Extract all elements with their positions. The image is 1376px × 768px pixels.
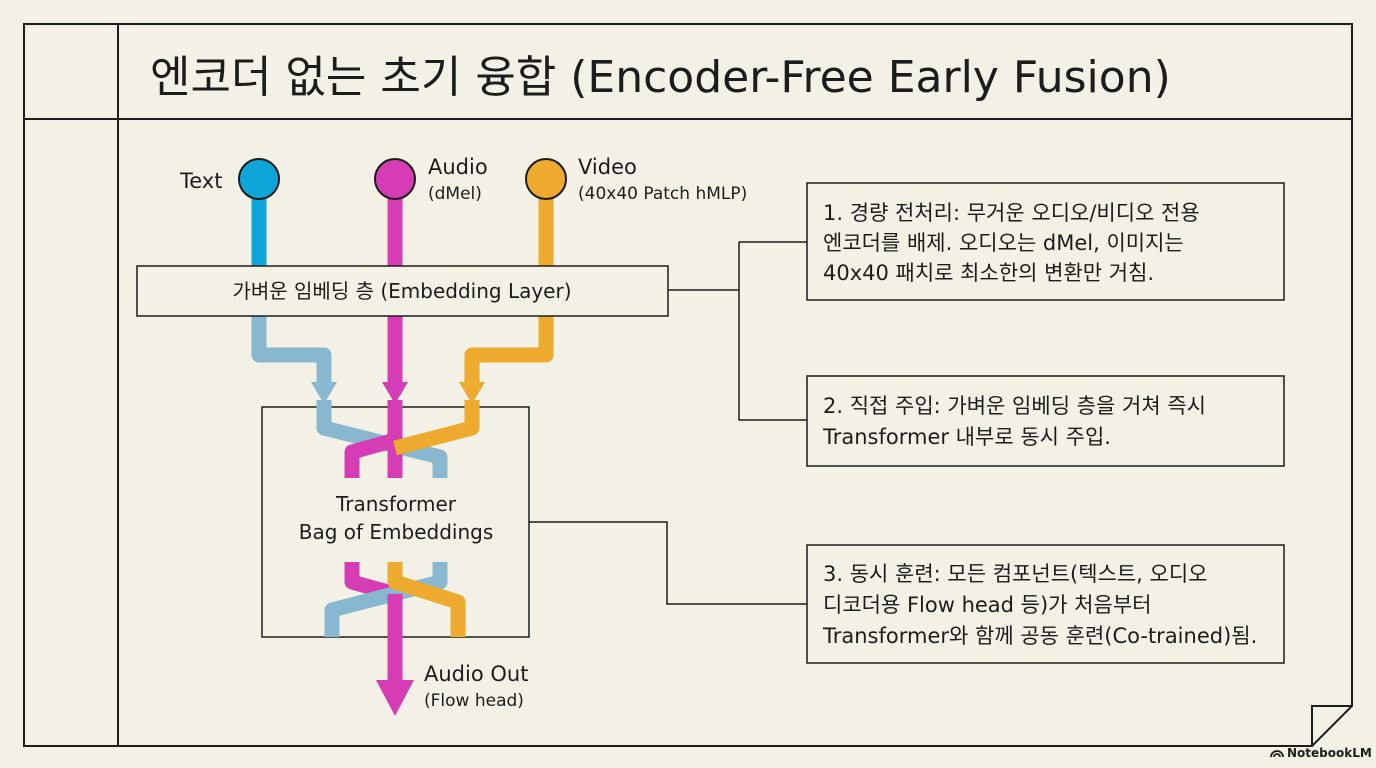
note-3-line-3: Transformer와 함께 공동 훈련(Co-trained)됨. [822, 624, 1257, 648]
note-1-line-2: 엔코더를 배제. 오디오는 dMel, 이미지는 [823, 231, 1184, 255]
note-box-2 [806, 375, 1285, 467]
note-connectors [529, 241, 807, 605]
video-input-node [525, 158, 567, 200]
page-title: 엔코더 없는 초기 융합 (Encoder-Free Early Fusion) [150, 52, 1171, 103]
streams [251, 196, 554, 680]
audio-out-arrowhead [376, 680, 414, 716]
video-input-sublabel: (40x40 Patch hMLP) [578, 184, 747, 204]
transformer-sublabel: Bag of Embeddings [299, 520, 494, 544]
connector-embedding-notes [668, 241, 807, 421]
note-box-1 [806, 182, 1285, 301]
note-2-line-1: 2. 직접 주입: 가벼운 임베딩 층을 거쳐 즉시 [823, 394, 1206, 418]
embedding-layer-label: 가벼운 임베딩 층 (Embedding Layer) [232, 279, 571, 303]
note-2-line-2: Transformer 내부로 동시 주입. [822, 425, 1111, 449]
output-label: Audio Out [424, 662, 528, 686]
note-boxes [806, 182, 1285, 664]
output-sublabel: (Flow head) [424, 691, 524, 711]
notebooklm-logo-icon [1270, 750, 1284, 758]
arrowheads [311, 382, 485, 716]
input-nodes [238, 158, 567, 200]
text-stream-mid [251, 316, 332, 386]
note-box-3 [806, 544, 1285, 664]
text-arrowhead [311, 382, 337, 404]
text-weave-lower [324, 562, 448, 637]
note-1-line-1: 1. 경량 전처리: 무거운 오디오/비디오 전용 [823, 201, 1200, 225]
video-stream-mid [464, 316, 554, 386]
audio-input-label: Audio [428, 155, 488, 179]
note-1-line-3: 40x40 패치로 최소한의 변환만 거침. [823, 261, 1154, 285]
note-3-line-2: 디코더용 Flow head 등)가 처음부터 [823, 593, 1151, 617]
page-frame [23, 23, 1353, 747]
audio-arrowhead [382, 382, 408, 404]
magenta-weave-upper [344, 432, 398, 478]
audio-input-sublabel: (dMel) [428, 184, 482, 204]
video-arrowhead [459, 382, 485, 404]
video-weave-upper [393, 400, 480, 456]
video-input-label: Video [578, 155, 637, 179]
text-input-node [238, 158, 280, 200]
video-weave-lower [387, 562, 466, 637]
transformer-label: Transformer [335, 492, 457, 516]
frame-border [23, 23, 1353, 747]
embedding-layer-box [136, 265, 669, 317]
note-3-line-1: 3. 동시 훈련: 모든 컴포넌트(텍스트, 오디오 [823, 562, 1207, 586]
brand-label: NotebookLM [1287, 746, 1372, 760]
text-input-label: Text [179, 169, 222, 193]
audio-input-node [374, 158, 416, 200]
frame-dogear [1311, 705, 1352, 746]
connector-transformer-note [529, 521, 807, 605]
